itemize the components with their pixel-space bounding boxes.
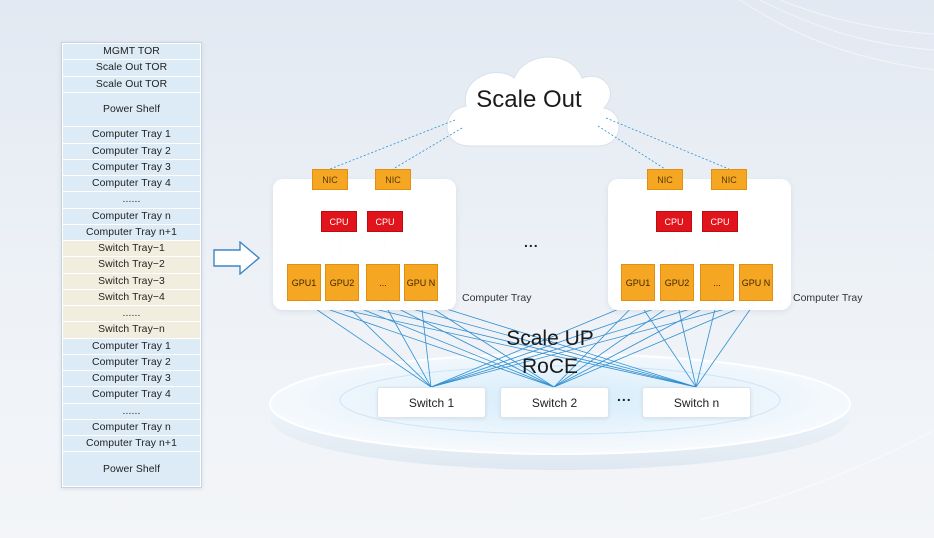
rack-slot: MGMT TOR <box>63 44 200 60</box>
roce-text: RoCE <box>521 355 579 378</box>
switch-box: Switch 1 <box>377 387 486 418</box>
tray-label-right: Computer Tray <box>793 292 863 304</box>
gpu-chip: GPU N <box>404 264 438 301</box>
nic-chip: NIC <box>647 169 683 190</box>
gpu-chip: GPU2 <box>325 264 359 301</box>
gpu-chip: ... <box>366 264 400 301</box>
switch-box: Switch n <box>642 387 751 418</box>
rack-slot: Power Shelf <box>63 92 200 127</box>
rack-slot: Computer Tray 4 <box>63 387 200 403</box>
cpu-chip: CPU <box>367 211 403 232</box>
gpu-chip: GPU2 <box>660 264 694 301</box>
rack-slot: Computer Tray n <box>63 419 200 436</box>
rack-slot: Switch Tray−n <box>63 322 200 338</box>
rack-slot: Computer Tray 1 <box>63 127 200 143</box>
cpu-chip: CPU <box>656 211 692 232</box>
rack-slot: Computer Tray 3 <box>63 159 200 176</box>
nic-chip: NIC <box>312 169 348 190</box>
rack-slot: Computer Tray 4 <box>63 176 200 192</box>
rack-slot: ...... <box>63 192 200 208</box>
rack-slot: Switch Tray−3 <box>63 273 200 289</box>
rack-slot: Scale Out TOR <box>63 60 200 76</box>
scale-up-label: Scale UP RoCE <box>480 325 620 381</box>
cpu-chip: CPU <box>702 211 738 232</box>
nic-chip: NIC <box>375 169 411 190</box>
rack-slot: Computer Tray 2 <box>63 143 200 159</box>
rack-slot: Computer Tray n+1 <box>63 436 200 452</box>
gpu-chip: GPU1 <box>287 264 321 301</box>
rack-slot: Switch Tray−1 <box>63 241 200 257</box>
rack-slot: Computer Tray 3 <box>63 371 200 387</box>
cpu-chip: CPU <box>321 211 357 232</box>
rack-slot: Switch Tray−4 <box>63 289 200 306</box>
decorative-curves <box>699 0 934 521</box>
rack-slot: Computer Tray 2 <box>63 354 200 371</box>
rack-slot: Scale Out TOR <box>63 76 200 92</box>
rack-slot: ...... <box>63 306 200 322</box>
tray-ellipsis: ... <box>524 234 539 250</box>
scale-up-text: Scale UP <box>506 327 594 350</box>
scale-out-label: Scale Out <box>476 86 582 113</box>
rack-slot: Power Shelf <box>63 452 200 486</box>
right-arrow-icon <box>213 241 261 275</box>
tray-label-left: Computer Tray <box>462 292 532 304</box>
rack-slot: Computer Tray n <box>63 208 200 224</box>
rack-slot: ...... <box>63 403 200 419</box>
rack-slot: Computer Tray n+1 <box>63 224 200 241</box>
gpu-chip: GPU N <box>739 264 773 301</box>
switch-box: Switch 2 <box>500 387 609 418</box>
cloud-shape <box>446 56 620 147</box>
gpu-chip: ... <box>700 264 734 301</box>
nic-chip: NIC <box>711 169 747 190</box>
rack-slot: Computer Tray 1 <box>63 338 200 354</box>
switch-ellipsis: ... <box>617 388 632 404</box>
gpu-chip: GPU1 <box>621 264 655 301</box>
rack-slot: Switch Tray−2 <box>63 257 200 273</box>
